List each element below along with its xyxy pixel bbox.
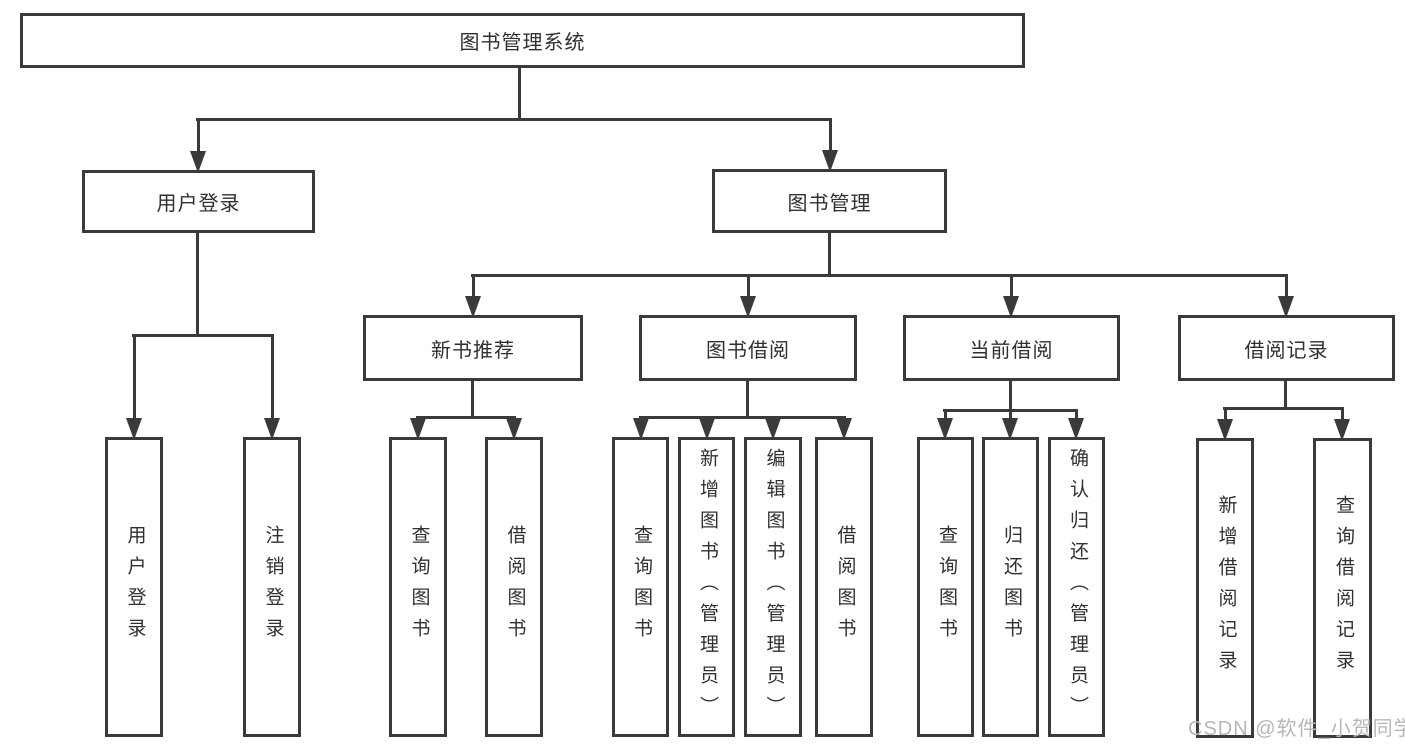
node-user-login: 用户登录 (82, 170, 315, 233)
node-root: 图书管理系统 (20, 13, 1025, 68)
leaf-user-login: 用户登录 (105, 437, 163, 737)
connector-line (471, 274, 1288, 277)
leaf-logout: 注销登录 (243, 437, 301, 737)
node-user-login-label: 用户登录 (156, 193, 241, 215)
leaf-query-borrow-record: 查询借阅记录 (1313, 438, 1372, 738)
node-new-book-recommend: 新书推荐 (363, 315, 583, 381)
connector-arrow (1334, 407, 1350, 441)
leaf-add-borrow-record: 新增借阅记录 (1196, 438, 1254, 738)
leaf-borrowing-borrow-book: 借阅图书 (815, 437, 873, 737)
connector-arrow (740, 274, 756, 318)
node-current-borrowing: 当前借阅 (903, 315, 1120, 381)
connector-arrow (1217, 407, 1233, 441)
connector-arrow (1278, 274, 1294, 318)
node-current-borrowing-label: 当前借阅 (969, 339, 1054, 362)
node-book-management: 图书管理 (712, 169, 947, 233)
node-borrowing-records: 借阅记录 (1178, 315, 1395, 381)
connector-line (196, 118, 832, 121)
leaf-recommend-borrow-book: 借阅图书 (485, 437, 543, 737)
connector-arrow (1068, 409, 1084, 440)
connector-line (518, 68, 521, 120)
leaf-recommend-borrow-book-label: 借阅图书 (504, 525, 526, 649)
connector-arrow (264, 334, 280, 440)
leaf-return-book: 归还图书 (982, 437, 1039, 737)
connector-arrow (190, 118, 206, 173)
leaf-borrowing-query-book: 查询图书 (612, 437, 669, 737)
leaf-query-borrow-record-label: 查询借阅记录 (1332, 495, 1354, 681)
connector-line (416, 416, 516, 419)
connector-arrow (410, 416, 426, 440)
connector-line (196, 233, 199, 337)
leaf-recommend-query-book-label: 查询图书 (408, 525, 430, 649)
node-new-book-recommend-label: 新书推荐 (431, 339, 515, 362)
leaf-confirm-return-admin-label: 确认归还（管理员） (1066, 447, 1088, 727)
connector-arrow (937, 409, 953, 440)
node-root-label: 图书管理系统 (459, 32, 586, 54)
connector-line (1009, 381, 1012, 412)
leaf-edit-book-admin: 编辑图书（管理员） (744, 437, 802, 737)
leaf-add-borrow-record-label: 新增借阅记录 (1215, 495, 1237, 681)
leaf-current-query-book-label: 查询图书 (935, 525, 957, 649)
leaf-confirm-return-admin: 确认归还（管理员） (1048, 437, 1105, 737)
connector-line (639, 416, 846, 419)
node-book-borrowing: 图书借阅 (639, 315, 857, 381)
connector-arrow (1003, 274, 1019, 318)
leaf-add-book-admin-label: 新增图书（管理员） (696, 447, 718, 727)
connector-arrow (1002, 409, 1018, 440)
leaf-user-login-label: 用户登录 (124, 525, 146, 649)
leaf-return-book-label: 归还图书 (1000, 525, 1022, 649)
connector-arrow (765, 416, 781, 440)
connector-arrow (699, 416, 715, 440)
connector-arrow (822, 118, 838, 172)
node-book-management-label: 图书管理 (787, 192, 872, 215)
connector-line (471, 381, 474, 419)
connector-arrow (506, 416, 522, 440)
leaf-add-book-admin: 新增图书（管理员） (678, 437, 735, 737)
connector-line (132, 334, 273, 337)
connector-line (746, 381, 749, 419)
leaf-current-query-book: 查询图书 (917, 437, 974, 737)
connector-arrow (633, 416, 649, 440)
leaf-edit-book-admin-label: 编辑图书（管理员） (763, 447, 785, 727)
leaf-borrowing-borrow-book-label: 借阅图书 (834, 525, 856, 649)
csdn-watermark: CSDN @软件_小贺同学 (1188, 718, 1405, 740)
connector-arrow (126, 334, 142, 440)
node-borrowing-records-label: 借阅记录 (1244, 339, 1329, 362)
connector-line (1223, 407, 1344, 410)
connector-line (828, 233, 831, 277)
leaf-recommend-query-book: 查询图书 (389, 437, 447, 737)
node-book-borrowing-label: 图书借阅 (706, 339, 790, 362)
connector-arrow (836, 416, 852, 440)
leaf-logout-label: 注销登录 (262, 525, 284, 649)
connector-line (1284, 381, 1287, 410)
connector-arrow (465, 274, 481, 318)
leaf-borrowing-query-book-label: 查询图书 (630, 525, 652, 649)
